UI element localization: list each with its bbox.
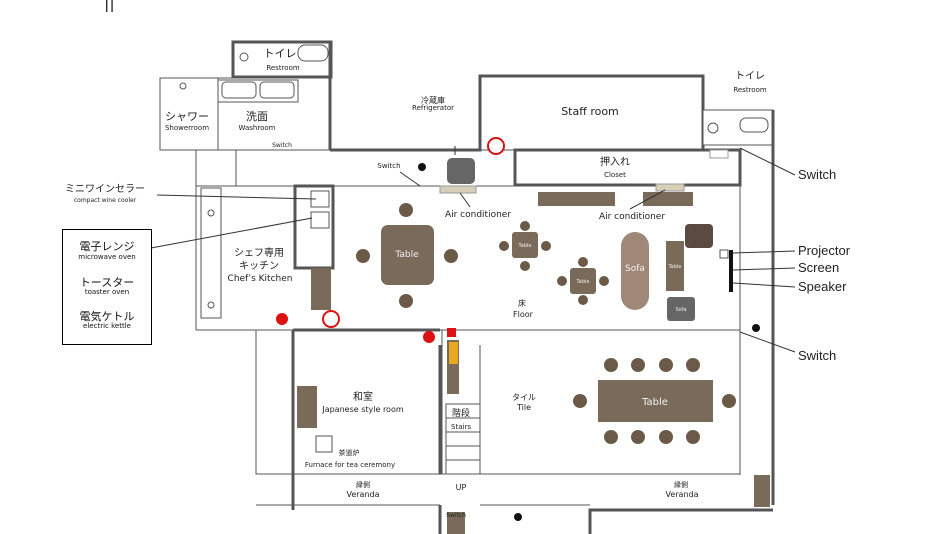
veranda-right-label-jp: 縁側 [674, 480, 688, 489]
screen-label: Screen [798, 260, 839, 275]
switch-corridor-label: Switch [377, 162, 400, 170]
wine-cooler-label-en: compact wine cooler [74, 197, 137, 204]
tile-label-jp: タイル [512, 393, 536, 402]
staff-room-label: Staff room [561, 105, 619, 118]
speaker-label: Speaker [798, 279, 847, 294]
floor-label-en: Floor [513, 310, 534, 319]
veranda-left-label-en: Veranda [346, 490, 379, 499]
stairs-label-jp: 階段 [452, 407, 470, 419]
sofa-chair-label: Sofa [675, 307, 686, 313]
stairs-up-label: UP [456, 483, 467, 492]
kitchen-label-jp2: キッチン [239, 260, 279, 272]
closet-label-jp: 押入れ [600, 155, 630, 168]
furniture [356, 203, 736, 444]
leader-lines [150, 146, 796, 353]
table-main-label: Table [394, 250, 419, 260]
microwave-label-en: microwave oven [78, 253, 136, 261]
washroom-label-en: Washroom [239, 124, 276, 132]
microwave-label-jp: 電子レンジ [79, 240, 135, 253]
table-small-2-label: Table [576, 279, 590, 285]
switch-washroom-label: Switch [272, 142, 292, 149]
air-conditioner-2-label: Air conditioner [599, 212, 665, 222]
restroom-right-label-jp: トイレ [735, 71, 765, 82]
air-conditioner-1-label: Air conditioner [445, 210, 511, 220]
furnace-icon [315, 435, 333, 453]
projector-label: Projector [798, 243, 851, 258]
sofa-label: Sofa [625, 264, 645, 274]
toaster-label-jp: トースター [79, 276, 135, 289]
screen-icon [729, 250, 733, 292]
sofa [621, 232, 649, 310]
kitchen-label-jp1: シェフ専用 [234, 247, 284, 259]
floor-label-jp: 床 [518, 298, 526, 308]
refrigerator-label-jp: 冷蔵庫 [421, 95, 445, 105]
light-switch-icon [418, 163, 426, 171]
shower-label-en: Showerroom [165, 124, 209, 132]
tile-label-en: Tile [516, 403, 531, 412]
restroom-top-label-jp: トイレ [264, 47, 297, 60]
japanese-room-label-jp: 和室 [353, 390, 373, 403]
toaster-label-en: toaster oven [84, 288, 130, 296]
stairs-label-en: Stairs [451, 423, 471, 431]
kettle-label-en: electric kettle [83, 322, 131, 330]
switch-right-bottom-label: Switch [798, 348, 836, 363]
switch-bottom-label: Switch [446, 512, 466, 519]
appliance-box: 電子レンジ microwave oven トースター toaster oven … [62, 229, 152, 345]
table-small-1-label: Table [518, 243, 532, 249]
veranda-left-label-jp: 縁側 [356, 480, 370, 489]
fire-alarm-icon [423, 331, 435, 343]
kettle-label-jp: 電気ケトル [79, 310, 135, 323]
shower-label-jp: シャワー [165, 110, 209, 123]
japanese-room-label-en: Japanese style room [321, 405, 403, 414]
fixtures [179, 44, 770, 534]
top-mark: || [104, 0, 115, 12]
washroom-label-jp: 洗面 [246, 110, 268, 123]
restroom-right-label-en: Restroom [733, 86, 767, 94]
table-main [381, 225, 434, 285]
refrigerator-label-en: Refrigerator [412, 104, 454, 112]
furnace-label-jp: 茶道炉 [339, 448, 360, 457]
refrigerator-icon [447, 158, 475, 184]
table-sofa-side-label: Table [668, 264, 682, 270]
wine-cooler-label-jp: ミニワインセラー [65, 183, 145, 195]
extinguisher-icon [449, 342, 458, 364]
table-long [598, 380, 713, 422]
no-smoking-icon [322, 310, 340, 328]
light-switch-icon [514, 513, 522, 521]
fire-alarm-icon [276, 313, 288, 325]
kitchen-label-en: Chef’s Kitchen [228, 274, 293, 284]
veranda-right-label-en: Veranda [665, 490, 698, 499]
no-smoking-icon [487, 137, 505, 155]
restroom-top-label-en: Restroom [266, 64, 300, 72]
table-long-label: Table [641, 397, 668, 408]
light-switch-icon [752, 324, 760, 332]
furnace-label-en: Furnace for tea ceremony [305, 461, 395, 469]
switch-right-top-label: Switch [798, 167, 836, 182]
closet-label-en: Closet [604, 171, 626, 179]
